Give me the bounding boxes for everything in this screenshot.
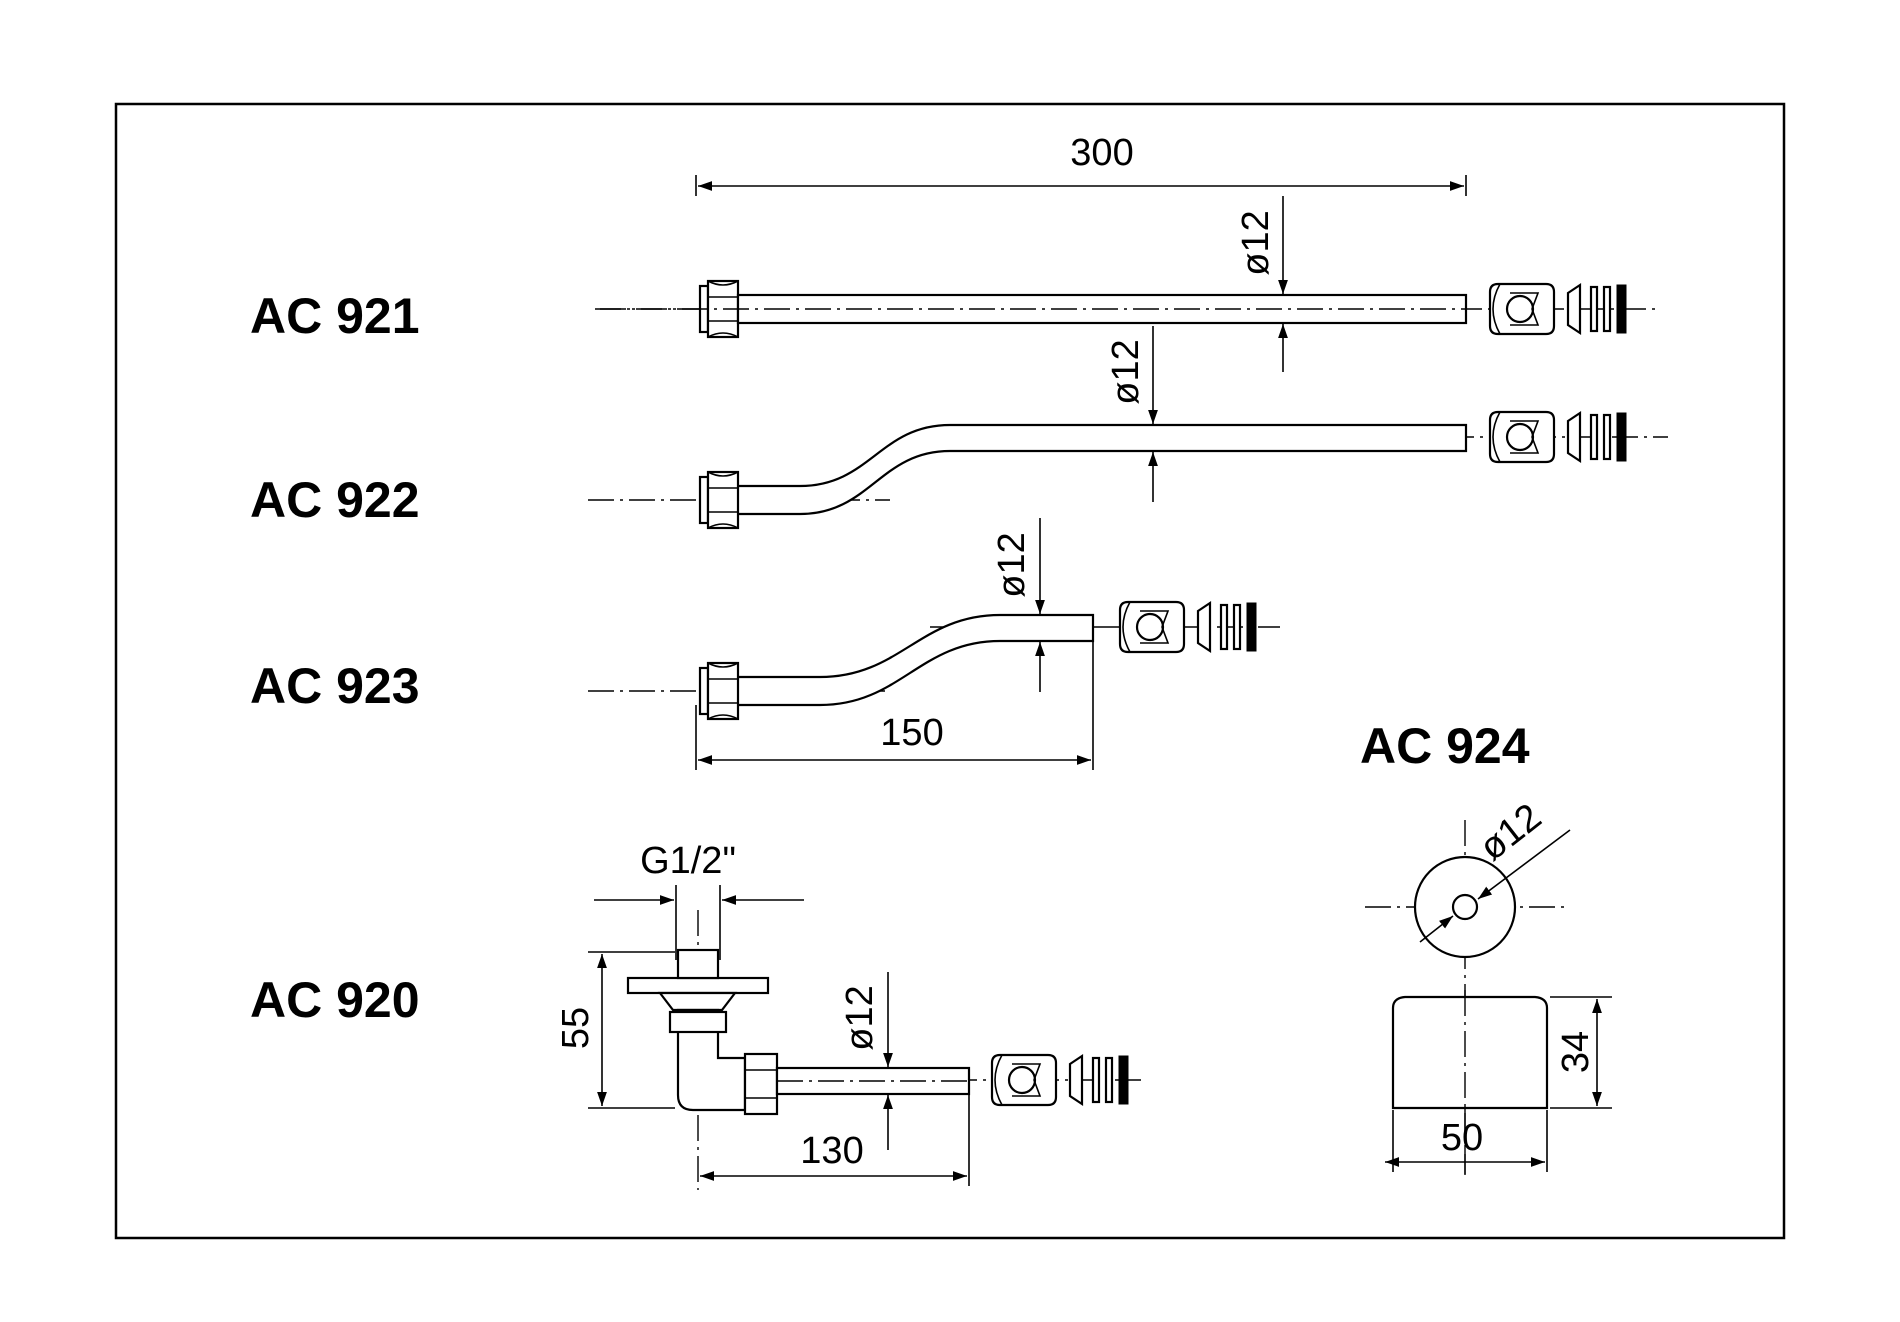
model-label-ac923: AC 923 [250,658,420,714]
ac924-width-value: 50 [1441,1117,1483,1159]
ac920-length-value: 130 [800,1130,863,1172]
ac922-diameter-value: ø12 [1105,339,1147,404]
model-label-ac920: AC 920 [250,972,420,1028]
ac920-wall-elbow [626,910,1145,1190]
ac924-cap-side-view [1391,990,1549,1175]
ac920-thread-value: G1/2" [640,840,736,882]
ac923-length-value: 150 [880,712,943,754]
ac924-width-dimension [1385,1110,1548,1172]
ac923-offset-pipe [588,600,1280,721]
ac923-diameter-value: ø12 [991,532,1033,597]
ac924-height-value: 34 [1555,1031,1597,1073]
ac924-height-dimension [1550,996,1612,1109]
ac922-offset-pipe [588,410,1668,530]
ac924-cap-top-view [1365,820,1565,1175]
ac924-diameter-dimension [1419,829,1571,943]
ac920-thread-dimension [594,885,804,960]
ac921-length-value: 300 [1070,132,1133,174]
ac924-diameter-value: ø12 [1472,796,1549,869]
ac921-length-dimension [695,175,1467,196]
model-label-ac921: AC 921 [250,288,420,344]
model-label-ac924: AC 924 [1360,718,1530,774]
ac921-diameter-value: ø12 [1235,210,1277,275]
model-label-ac922: AC 922 [250,472,420,528]
ac921-straight-pipe [595,279,1660,339]
ac920-height-value: 55 [555,1007,597,1049]
ac920-diameter-value: ø12 [839,985,881,1050]
ac920-length-dimension [700,1094,970,1186]
drawing-frame [114,102,1786,1240]
ac920-height-dimension [588,951,675,1109]
ac923-length-dimension [695,641,1094,770]
